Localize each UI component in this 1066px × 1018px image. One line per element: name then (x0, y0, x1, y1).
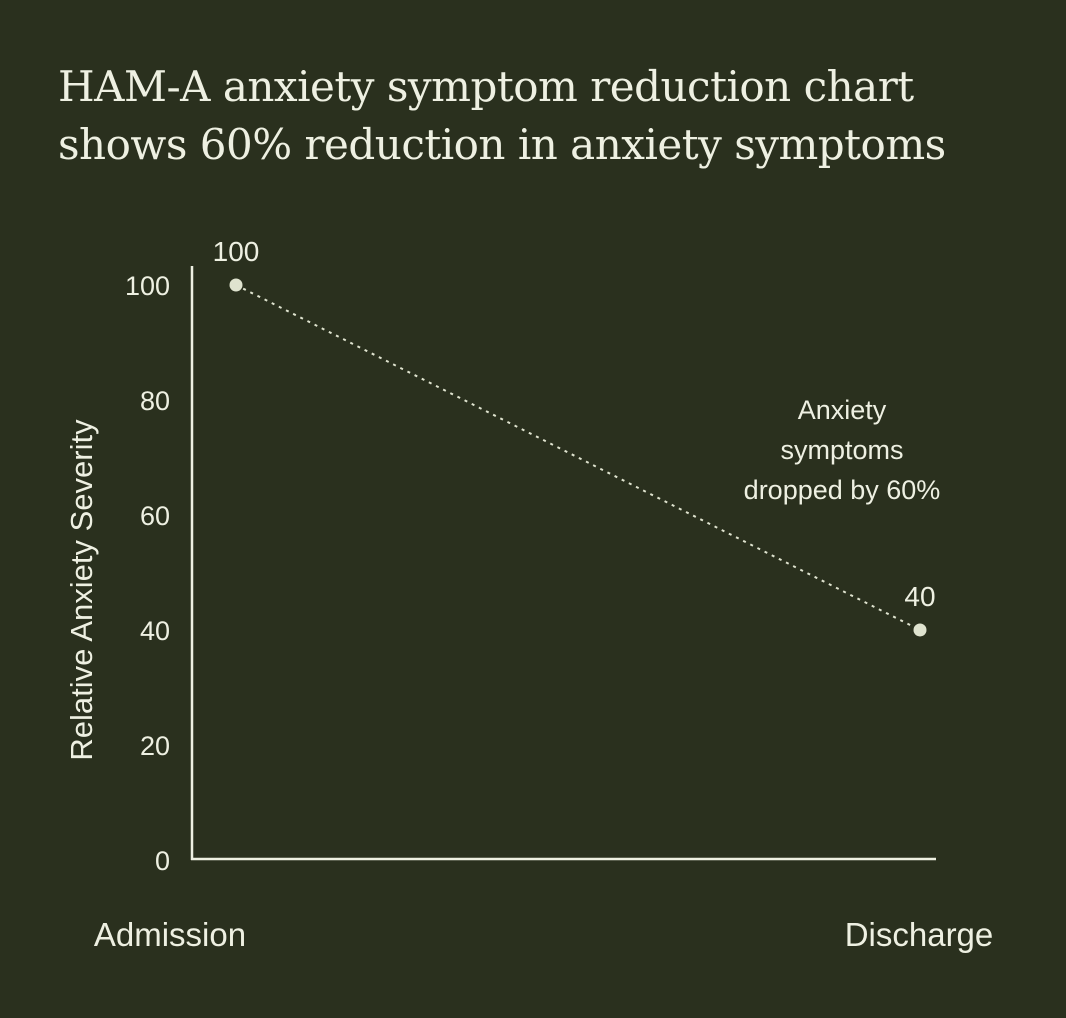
y-tick-labels: 0 20 40 60 80 100 (125, 271, 170, 876)
y-axis-title-group: Relative Anxiety Severity (64, 419, 99, 761)
annotation-line: symptoms (780, 435, 903, 465)
y-tick-label: 100 (125, 271, 170, 301)
chart-title: HAM-A anxiety symptom reduction chart sh… (58, 58, 1018, 174)
y-tick-label: 80 (140, 386, 170, 416)
data-point (229, 278, 243, 292)
y-tick-label: 20 (140, 731, 170, 761)
annotation-line: Anxiety (798, 395, 887, 425)
y-tick-label: 40 (140, 616, 170, 646)
annotation-line: dropped by 60% (744, 475, 941, 505)
y-tick-label: 60 (140, 501, 170, 531)
annotation-text: Anxiety symptoms dropped by 60% (744, 395, 941, 505)
x-category-labels: Admission Discharge (94, 916, 993, 953)
chart-title-line-1: HAM-A anxiety symptom reduction chart (58, 62, 914, 111)
x-category-label: Admission (94, 916, 246, 953)
y-tick-label: 0 (155, 846, 170, 876)
data-marks: 100 40 (213, 236, 936, 637)
y-axis-title: Relative Anxiety Severity (64, 419, 99, 761)
data-label: 40 (904, 581, 935, 612)
data-point (913, 623, 927, 637)
x-category-label: Discharge (845, 916, 994, 953)
data-label: 100 (213, 236, 260, 267)
chart-title-line-2: shows 60% reduction in anxiety symptoms (58, 120, 946, 169)
